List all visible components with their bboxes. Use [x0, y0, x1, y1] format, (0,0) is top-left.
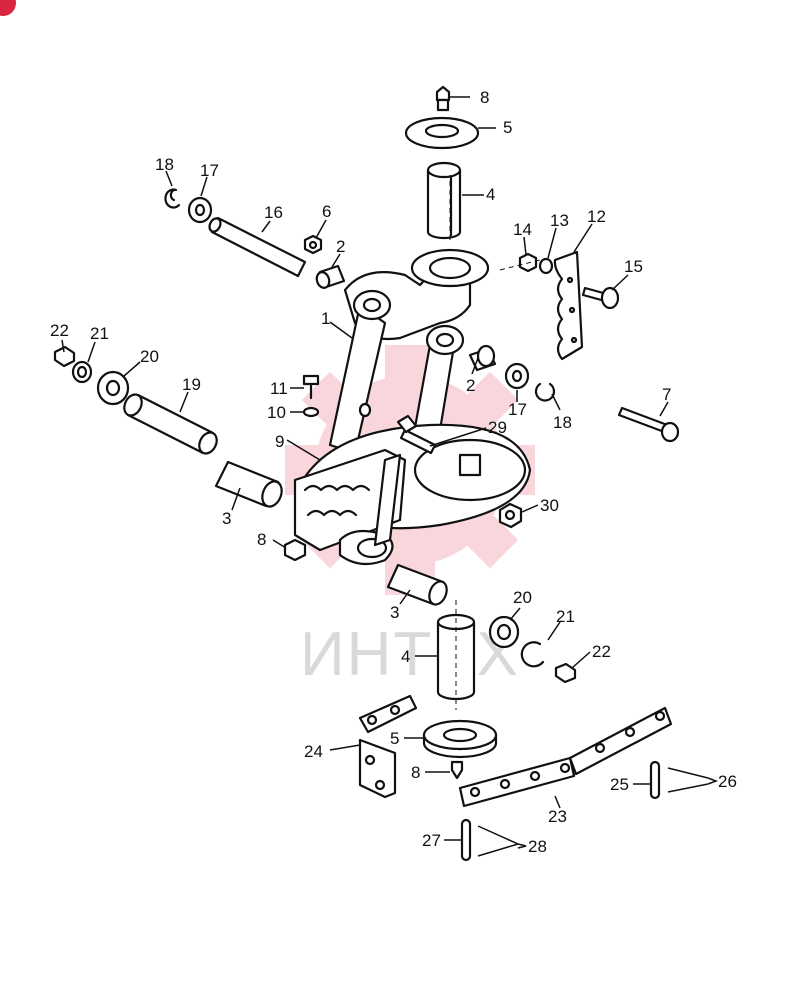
grease-fitting-top [435, 85, 451, 112]
callout-13: 13 [550, 211, 569, 230]
callout-17-right: 17 [508, 400, 527, 419]
leader-lines [61, 96, 719, 849]
snap-ring-21-left [71, 360, 93, 384]
callout-8-left: 8 [257, 530, 266, 549]
chain-sprocket-yoke [293, 448, 407, 566]
callout-25: 25 [610, 775, 629, 794]
washer-right [504, 362, 530, 390]
chain-24 [358, 694, 418, 799]
callout-26: 26 [718, 772, 737, 791]
link-pin-27 [460, 818, 472, 862]
callout-19: 19 [182, 375, 201, 394]
callout-8-top: 8 [480, 88, 489, 107]
callout-2-upper: 2 [336, 237, 345, 256]
snap-ring-21-right [520, 641, 545, 668]
callout-29: 29 [488, 418, 507, 437]
bolt-15 [581, 286, 620, 310]
callout-21-left: 21 [90, 324, 109, 343]
nut-6 [303, 234, 323, 255]
callout-20-right: 20 [513, 588, 532, 607]
callout-2-lower: 2 [466, 376, 475, 395]
lock-washer-10 [302, 406, 320, 418]
callout-1: 1 [321, 309, 330, 328]
callout-14: 14 [513, 220, 532, 239]
callout-20-left: 20 [140, 347, 159, 366]
chain-guide-12 [553, 250, 584, 361]
washer-20-right [488, 615, 520, 649]
callout-labels: 8 5 4 18 17 16 6 2 14 13 12 15 1 22 21 2… [50, 88, 737, 856]
washer-20-left [96, 370, 130, 406]
callout-30: 30 [540, 496, 559, 515]
cotter-26 [667, 767, 709, 793]
callout-8-lower: 8 [411, 763, 420, 782]
thrust-washer-lower [422, 719, 498, 759]
thrust-washer-top [404, 116, 480, 150]
pin-19 [123, 393, 218, 455]
bushing-3-left [214, 460, 283, 508]
callout-7: 7 [662, 385, 671, 404]
callout-28: 28 [528, 837, 547, 856]
bolt-11 [302, 374, 320, 400]
link-pin-25 [649, 760, 661, 800]
callout-18-upper: 18 [155, 155, 174, 174]
lock-washer-13 [538, 257, 554, 275]
callout-6: 6 [322, 202, 331, 221]
bushing-2-lower [468, 344, 497, 372]
grease-fitting-left [283, 538, 307, 562]
callout-16: 16 [264, 203, 283, 222]
pin-16 [208, 216, 307, 278]
nut-30 [498, 502, 523, 529]
cotter-28 [477, 825, 519, 857]
callout-4-top: 4 [486, 185, 495, 204]
kingpin-lower [436, 613, 476, 701]
callout-18-right: 18 [553, 413, 572, 432]
callout-10: 10 [267, 403, 286, 422]
callout-17-upper: 17 [200, 161, 219, 180]
bolt-22-left [53, 345, 76, 368]
callout-24: 24 [304, 742, 323, 761]
corner-badge [0, 0, 16, 16]
snap-ring-upper-left [164, 188, 181, 209]
callout-22-right: 22 [592, 642, 611, 661]
caster-frame [328, 248, 490, 462]
callout-3-left: 3 [222, 509, 231, 528]
washer-upper-left [187, 196, 213, 224]
kingpin-top [426, 161, 462, 240]
bushing-2-upper [315, 264, 346, 289]
callout-22-left: 22 [50, 321, 69, 340]
callout-4-lower: 4 [401, 647, 410, 666]
callout-21-right: 21 [556, 607, 575, 626]
snap-ring-right [534, 382, 556, 402]
watermark-text: ИНТЕХ [300, 620, 520, 689]
bushing-3-right [386, 563, 448, 606]
bolt-29 [396, 414, 437, 455]
bolt-22-right [554, 662, 577, 684]
callout-5-lower: 5 [390, 729, 399, 748]
chain-23 [458, 706, 673, 808]
callout-11: 11 [270, 379, 288, 398]
callout-9: 9 [275, 432, 284, 451]
callout-27: 27 [422, 831, 441, 850]
callout-23: 23 [548, 807, 567, 826]
callout-15: 15 [624, 257, 643, 276]
callout-3-right: 3 [390, 603, 399, 622]
grease-fitting-lower [450, 760, 464, 780]
callout-5-top: 5 [503, 118, 512, 137]
callout-12: 12 [587, 207, 606, 226]
bolt-7 [617, 406, 680, 443]
align-line-14 [499, 259, 541, 271]
